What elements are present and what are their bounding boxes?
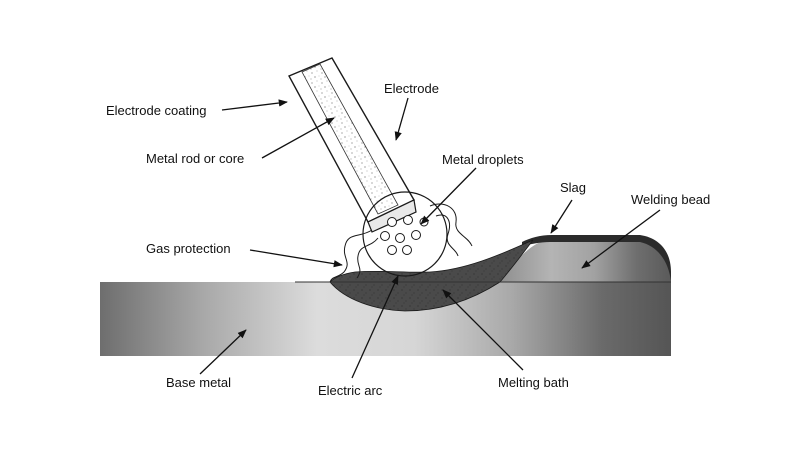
metal-droplet — [395, 233, 405, 243]
slag-layer — [522, 235, 671, 282]
metal-droplet — [380, 231, 390, 241]
label-metal-droplets: Metal droplets — [442, 152, 524, 167]
gas-wisp — [429, 203, 473, 247]
metal-droplets — [380, 215, 429, 255]
arrow-base-metal — [199, 329, 247, 375]
arrow-electrode-coating — [221, 99, 288, 111]
electrode-tip — [367, 199, 417, 233]
metal-droplet — [419, 217, 429, 227]
label-gas-protection: Gas protection — [146, 241, 231, 256]
gas-protection-wisps — [329, 203, 473, 283]
metal-droplet — [403, 215, 413, 225]
label-slag: Slag — [560, 180, 586, 195]
label-electrode: Electrode — [384, 81, 439, 96]
arrow-metal-rod — [261, 117, 335, 159]
metal-droplet — [402, 245, 412, 255]
arrow-slag — [550, 199, 573, 234]
label-electric-arc: Electric arc — [318, 383, 383, 398]
label-electrode-coating: Electrode coating — [106, 103, 206, 118]
metal-droplet — [411, 230, 421, 240]
label-base-metal: Base metal — [166, 375, 231, 390]
metal-rod-core — [301, 63, 399, 215]
arrow-melting-bath — [442, 289, 524, 371]
leader-arrows — [199, 97, 661, 379]
metal-droplet — [387, 245, 397, 255]
gas-wisp — [435, 214, 459, 257]
melting-bath — [329, 239, 534, 312]
gas-wisp — [356, 237, 379, 279]
arrow-electric-arc — [351, 275, 399, 379]
label-welding-bead: Welding bead — [631, 192, 710, 207]
metal-droplet — [387, 217, 397, 227]
electrode — [288, 57, 417, 233]
arrow-welding-bead — [581, 209, 661, 269]
arrow-gas-protection — [249, 249, 343, 268]
label-metal-rod: Metal rod or core — [146, 151, 244, 166]
gas-wisp — [329, 229, 373, 283]
label-melting-bath: Melting bath — [498, 375, 569, 390]
arrow-metal-droplets — [420, 167, 477, 225]
arrow-electrode — [394, 97, 409, 141]
